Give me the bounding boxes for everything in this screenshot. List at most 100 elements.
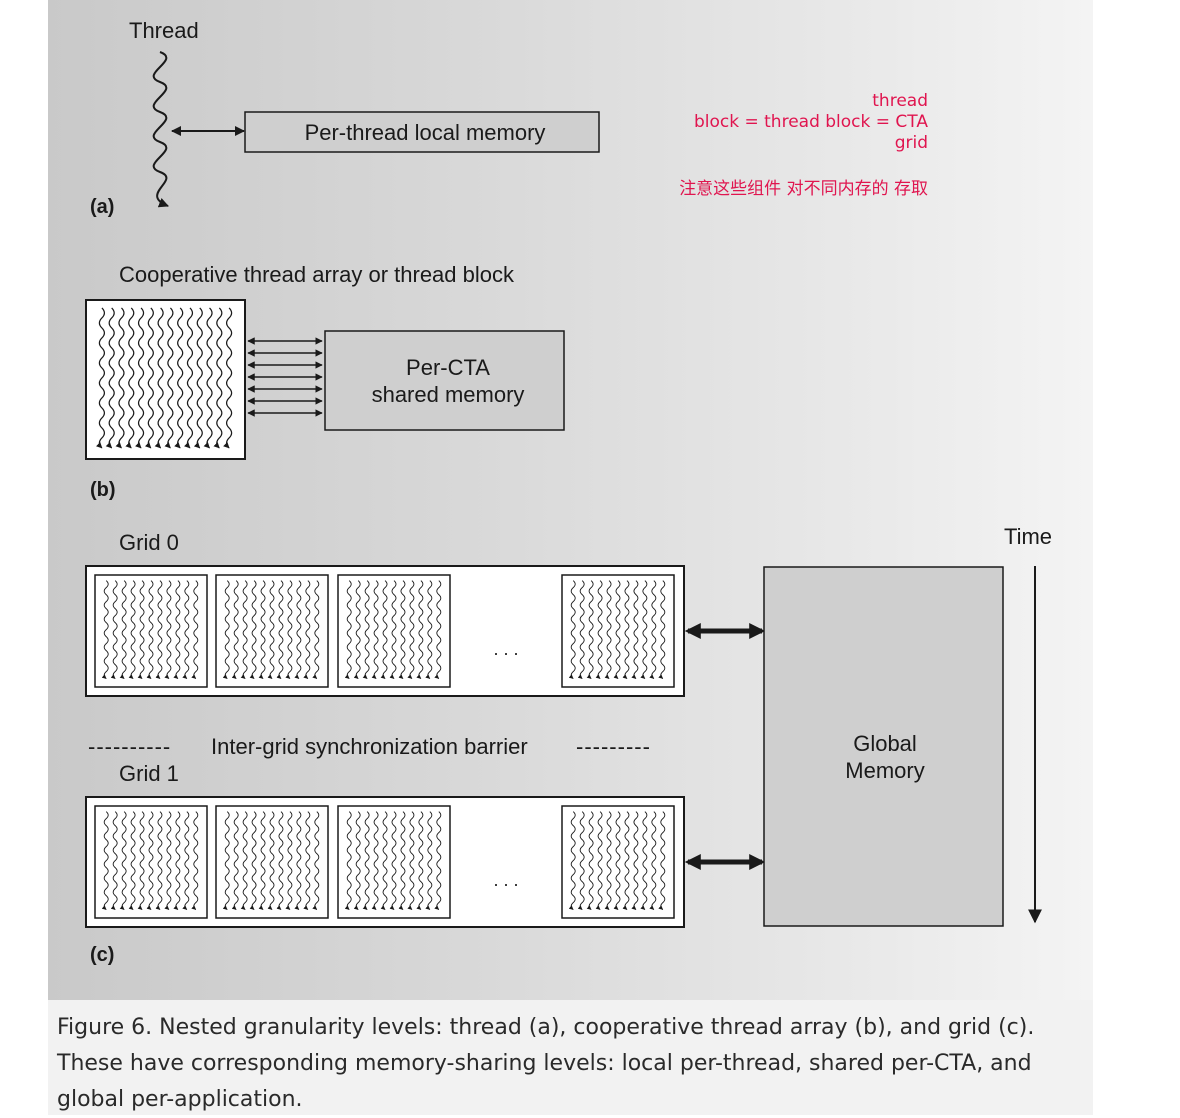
grid0-thread-line <box>249 580 257 679</box>
grid0-block-threads <box>101 580 199 679</box>
cta-thread-line <box>213 307 223 449</box>
cta-thread-line <box>203 307 213 449</box>
cta-thread-line <box>115 307 125 449</box>
grid1-title: Grid 1 <box>119 761 179 786</box>
grid0-thread-line <box>586 580 594 679</box>
cta-thread-line <box>154 307 164 449</box>
grid0-thread-line <box>362 580 370 679</box>
grid0-thread-line <box>231 580 239 679</box>
grid0-thread-line <box>371 580 379 679</box>
grid1-thread-line <box>658 811 666 910</box>
grid0-thread-line <box>119 580 127 679</box>
cta-thread-line <box>164 307 174 449</box>
grid1-thread-line <box>164 811 172 910</box>
grid0-thread-line <box>434 580 442 679</box>
grid0-thread-line <box>146 580 154 679</box>
grid1-thread-block <box>337 805 451 919</box>
grid1-thread-line <box>595 811 603 910</box>
grid0-blocks <box>94 574 675 688</box>
grid1-thread-line <box>276 811 284 910</box>
grid0-thread-line <box>240 580 248 679</box>
grid1-thread-line <box>371 811 379 910</box>
grid1-block-threads <box>101 811 199 910</box>
grid1-thread-line <box>110 811 118 910</box>
per-thread-memory-box <box>244 111 600 153</box>
global-memory-box <box>763 566 1004 927</box>
grid1-thread-line <box>249 811 257 910</box>
grid0-thread-line <box>276 580 284 679</box>
grid0-thread-line <box>407 580 415 679</box>
grid1-thread-line <box>380 811 388 910</box>
grid0-thread-line <box>577 580 585 679</box>
grid1-thread-line <box>353 811 361 910</box>
grid0-thread-line <box>604 580 612 679</box>
grid0-thread-line <box>344 580 352 679</box>
barrier-dashes-left: ---------- <box>88 734 171 759</box>
panel-b-label: (b) <box>90 479 116 501</box>
cta-thread-line <box>95 307 105 449</box>
figure-caption: Figure 6. Nested granularity levels: thr… <box>57 1015 1035 1112</box>
grid0-thread-line <box>155 580 163 679</box>
grid1-thread-line <box>613 811 621 910</box>
cta-thread-line <box>174 307 184 449</box>
diagram: Thread Per-thread local memory (a) threa… <box>85 18 1052 966</box>
grid1-block-threads <box>568 811 666 910</box>
grid1-thread-line <box>631 811 639 910</box>
grid0-thread-line <box>568 580 576 679</box>
grid0-thread-line <box>222 580 230 679</box>
grid0-thread-line <box>101 580 109 679</box>
grid1-thread-line <box>407 811 415 910</box>
grid1-block-threads <box>222 811 320 910</box>
grid0-thread-line <box>353 580 361 679</box>
caption-panel <box>48 1000 1093 1115</box>
grid0-thread-line <box>164 580 172 679</box>
time-label: Time <box>1004 524 1052 549</box>
grid1-thread-line <box>119 811 127 910</box>
grid0-thread-line <box>303 580 311 679</box>
panel-c-label: (c) <box>90 944 114 966</box>
grid1-thread-line <box>425 811 433 910</box>
grid1-thread-line <box>137 811 145 910</box>
per-thread-memory-label: Per-thread local memory <box>305 120 546 145</box>
grid0-thread-line <box>595 580 603 679</box>
grid0-block-threads <box>222 580 320 679</box>
grid0-title: Grid 0 <box>119 530 179 555</box>
grid0-thread-line <box>182 580 190 679</box>
grid1-blocks <box>94 805 675 919</box>
grid1-thread-line <box>416 811 424 910</box>
cta-title: Cooperative thread array or thread block <box>119 262 515 287</box>
grid0-ellipsis: . . . <box>493 639 518 659</box>
grid1-block-threads <box>344 811 442 910</box>
grid0-thread-line <box>398 580 406 679</box>
grid1-thread-line <box>101 811 109 910</box>
grid0-thread-line <box>416 580 424 679</box>
grid1-thread-line <box>303 811 311 910</box>
grid1-thread-line <box>622 811 630 910</box>
grid0-thread-block <box>215 574 329 688</box>
barrier-dashes-right: --------- <box>576 734 651 759</box>
grid1-thread-line <box>640 811 648 910</box>
per-cta-memory-box <box>324 330 565 431</box>
per-cta-memory-line1: Per-CTA <box>406 355 490 380</box>
grid0-thread-block <box>561 574 675 688</box>
grid1-thread-line <box>294 811 302 910</box>
grid0-thread-line <box>380 580 388 679</box>
grid0-thread-line <box>312 580 320 679</box>
grid0-thread-line <box>425 580 433 679</box>
grid1-thread-line <box>267 811 275 910</box>
grid1-thread-line <box>434 811 442 910</box>
cta-thread-line <box>144 307 154 449</box>
cta-thread-line <box>223 307 233 449</box>
grid0-thread-block <box>94 574 208 688</box>
annotation-thread: thread <box>872 91 928 111</box>
grid0-thread-line <box>173 580 181 679</box>
grid0-thread-line <box>389 580 397 679</box>
grid1-thread-line <box>604 811 612 910</box>
annotation-grid: grid <box>895 133 928 153</box>
grid1-thread-line <box>222 811 230 910</box>
grid0-thread-line <box>640 580 648 679</box>
global-memory-line1: Global <box>853 731 917 756</box>
grid0-thread-line <box>110 580 118 679</box>
grid0-thread-block <box>337 574 451 688</box>
grid1-thread-line <box>649 811 657 910</box>
